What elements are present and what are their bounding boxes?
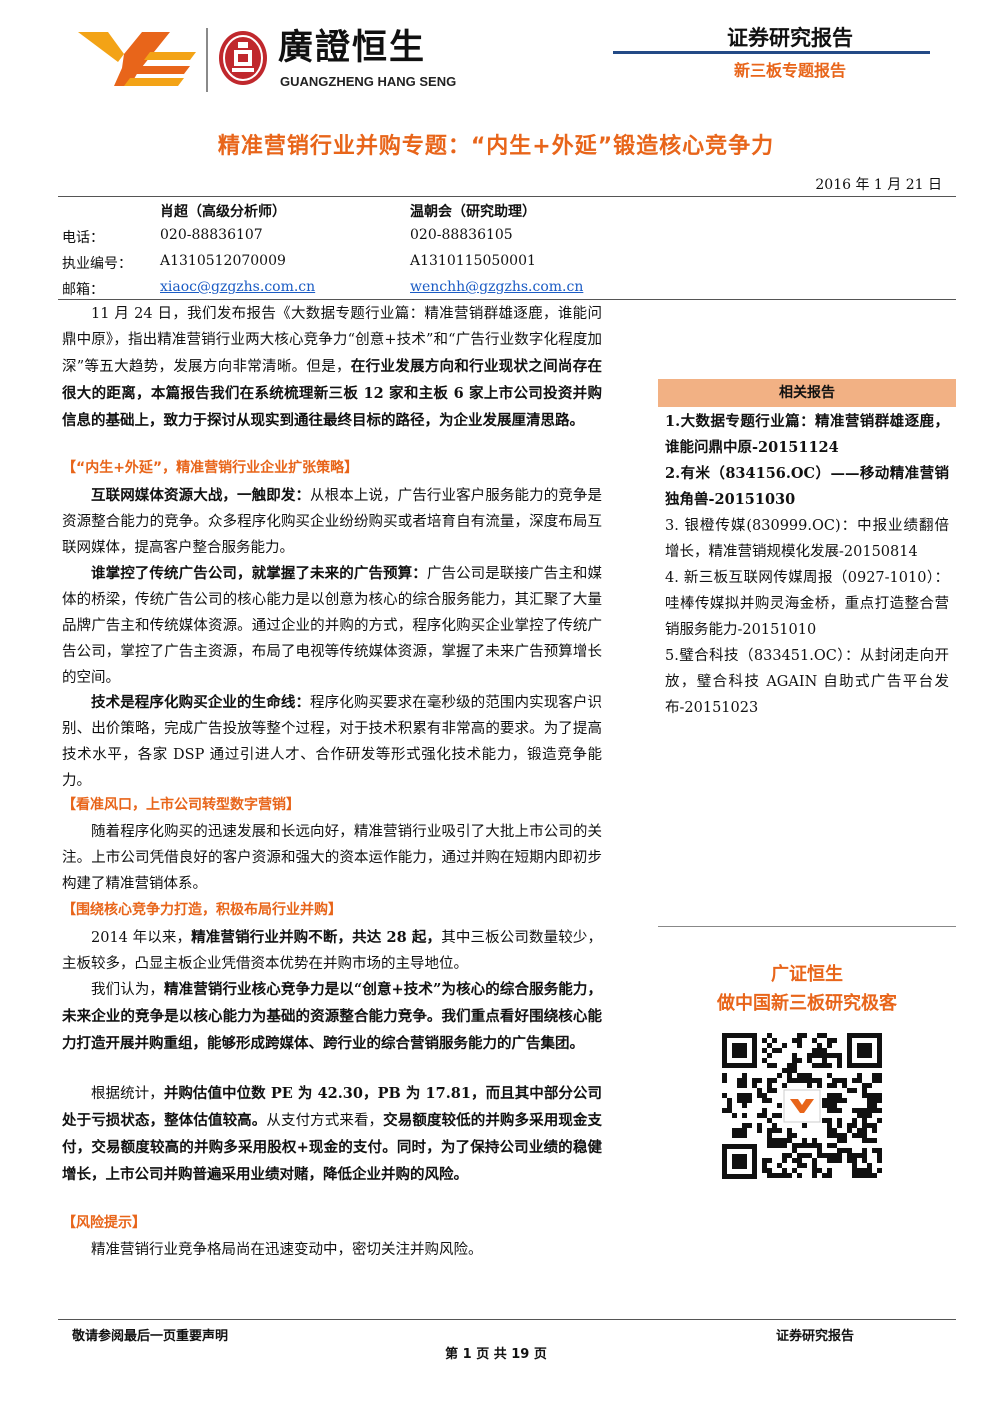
mna-count-bold: 精准营销行业并购不断，共达 28 起， — [191, 929, 442, 946]
phone-label: 电话： — [62, 230, 104, 246]
core-competency-bold: 精准营销行业核心竞争力是以“创意+技术”为核心的综合服务能力，未来企业的竞争是以… — [62, 981, 603, 1052]
related-reports-list: 1.大数据专题行业篇：精准营销群雄逐鹿，谁能问鼎中原-20151124 2.有米… — [665, 409, 949, 721]
seal-logo-icon — [219, 31, 267, 85]
related-report-item[interactable]: 1.大数据专题行业篇：精准营销群雄逐鹿，谁能问鼎中原-20151124 — [665, 413, 949, 456]
analyst-1-email-link[interactable]: xiaoc@gzgzhs.com.cn — [160, 279, 316, 295]
brand-name-cn: 廣證恒生 — [278, 28, 427, 68]
media-war-lead: 互联网媒体资源大战，一触即发： — [91, 487, 311, 504]
intro-text: 11 月 24 日，我们发布报告《大数据专题行业篇：精准营销群雄逐鹿，谁能问鼎中… — [62, 306, 602, 375]
report-type: 证券研究报告 — [727, 26, 853, 50]
page-number: 第 1 页 共 19 页 — [445, 1347, 547, 1362]
slogan-tagline: 做中国新三板研究极客 — [717, 993, 897, 1014]
analyst-1-phone: 020-88836107 — [160, 227, 263, 243]
technology-lead: 技术是程序化购买企业的生命线： — [91, 694, 311, 711]
paragraph-mna-count: 2014 年以来，精准营销行业并购不断，共达 28 起，其中三板公司数量较少，主… — [62, 925, 602, 978]
section-heading-risk: 【风险提示】 — [62, 1215, 146, 1231]
related-report-item[interactable]: 3. 银橙传媒(830999.OC)：中报业绩翻倍增长，精准营销规模化发展-20… — [665, 518, 949, 560]
paragraph-risk: 精准营销行业竞争格局尚在迅速变动中，密切关注并购风险。 — [91, 1242, 483, 1258]
analyst-2-license: A1310115050001 — [410, 253, 536, 269]
footer-disclaimer-link[interactable]: 敬请参阅最后一页重要声明 — [72, 1329, 229, 1344]
paragraph-media-war: 互联网媒体资源大战，一触即发：从根本上说，广告行业客户服务能力的竞争是资源整合能… — [62, 483, 602, 562]
section-heading-mna: 【围绕核心竞争力打造，积极布局行业并购】 — [62, 902, 342, 918]
related-report-item[interactable]: 4. 新三板互联网传媒周报（0927-1010）：哇棒传媒拟并购灵海金桥，重点打… — [665, 570, 949, 638]
analyst-top-rule — [58, 196, 956, 197]
technology-text: 程序化购买要求在毫秒级的范围内实现客户识别、出价策略，完成广告投放等整个过程，对… — [62, 695, 603, 789]
section-heading-strategy: 【“内生+外延”，精准营销行业企业扩张策略】 — [62, 460, 359, 476]
report-date: 2016 年 1 月 21 日 — [815, 177, 942, 193]
valuation-intro: 根据统计， — [91, 1086, 164, 1102]
analyst-2-phone: 020-88836105 — [410, 227, 513, 243]
intro-bold-text: 在行业发展方向和行业现状之间尚存在很大的距离，本篇报告我们在系统梳理新三板 12… — [62, 357, 602, 429]
analyst-bottom-rule — [58, 299, 956, 300]
paragraph-technology: 技术是程序化购买企业的生命线：程序化购买要求在毫秒级的范围内实现客户识别、出价策… — [62, 690, 602, 795]
paragraph-valuation: 根据统计，并购估值中位数 PE 为 42.30，PB 为 17.81，而且其中部… — [62, 1081, 602, 1189]
ye-logo-icon — [78, 32, 196, 86]
ad-agency-lead: 谁掌控了传统广告公司，就掌握了未来的广告预算： — [91, 565, 427, 582]
report-subtype: 新三板专题报告 — [733, 61, 846, 80]
footer-rule — [58, 1319, 956, 1320]
paragraph-listed-companies: 随着程序化购买的迅速发展和长远向好，精准营销行业吸引了大批上市公司的关注。上市公… — [62, 824, 602, 892]
analyst-1-name: 肖超（高级分析师） — [160, 204, 286, 220]
related-report-item[interactable]: 5.璧合科技（833451.OC）：从封闭走向开放，璧合科技 AGAIN 自助式… — [665, 648, 949, 716]
brand-name-en: GUANGZHENG HANG SENG — [280, 74, 457, 89]
related-reports-heading: 相关报告 — [658, 379, 956, 407]
intro-paragraph: 11 月 24 日，我们发布报告《大数据专题行业篇：精准营销群雄逐鹿，谁能问鼎中… — [62, 302, 602, 435]
license-label: 执业编号： — [62, 256, 132, 272]
report-title: 精准营销行业并购专题：“内生+外延”锻造核心竞争力 — [217, 134, 775, 159]
valuation-bold: 并购估值中位数 PE 为 42.30，PB 为 17.81，而且其中部分公司处于… — [62, 1085, 602, 1129]
section-heading-transition: 【看准风口，上市公司转型数字营销】 — [62, 797, 300, 813]
paragraph-ad-agency: 谁掌控了传统广告公司，就掌握了未来的广告预算：广告公司是联接广告主和媒体的桥梁，… — [62, 561, 602, 692]
media-war-text: 从根本上说，广告行业客户服务能力的竞争是资源整合能力的竞争。众多程序化购买企业纷… — [62, 488, 603, 556]
analyst-2-email-link[interactable]: wenchh@gzgzhs.com.cn — [410, 279, 584, 295]
payment-intro: 从支付方式来看， — [266, 1112, 384, 1129]
header-rule — [613, 51, 930, 54]
payment-bold: 交易额度较低的并购多采用现金支付，交易额度较高的并购多采用股权+现金的支付。同时… — [62, 1111, 603, 1183]
footer-report-type: 证券研究报告 — [776, 1329, 855, 1344]
mna-count-text: 其中三板公司数量较少，主板较多，凸显主板企业凭借资本优势在并购市场的主导地位。 — [62, 930, 602, 972]
core-competency-intro: 我们认为， — [91, 982, 165, 998]
logo-divider — [206, 28, 208, 92]
mna-count-intro: 2014 年以来， — [91, 930, 192, 946]
paragraph-core-competency: 我们认为，精准营销行业核心竞争力是以“创意+技术”为核心的综合服务能力，未来企业… — [62, 977, 602, 1058]
qr-code-icon[interactable] — [722, 1033, 882, 1179]
analyst-2-name: 温朝会（研究助理） — [410, 204, 536, 220]
related-report-item[interactable]: 2.有米（834156.OC）——移动精准营销独角兽-20151030 — [665, 465, 949, 508]
slogan-brand: 广证恒生 — [771, 964, 843, 985]
ad-agency-text: 广告公司是联接广告主和媒体的桥梁，传统广告公司的核心能力是以创意为核心的综合服务… — [62, 566, 603, 686]
email-label: 邮箱： — [62, 282, 104, 298]
sidebar-rule — [658, 926, 956, 927]
analyst-1-license: A1310512070009 — [160, 253, 286, 269]
